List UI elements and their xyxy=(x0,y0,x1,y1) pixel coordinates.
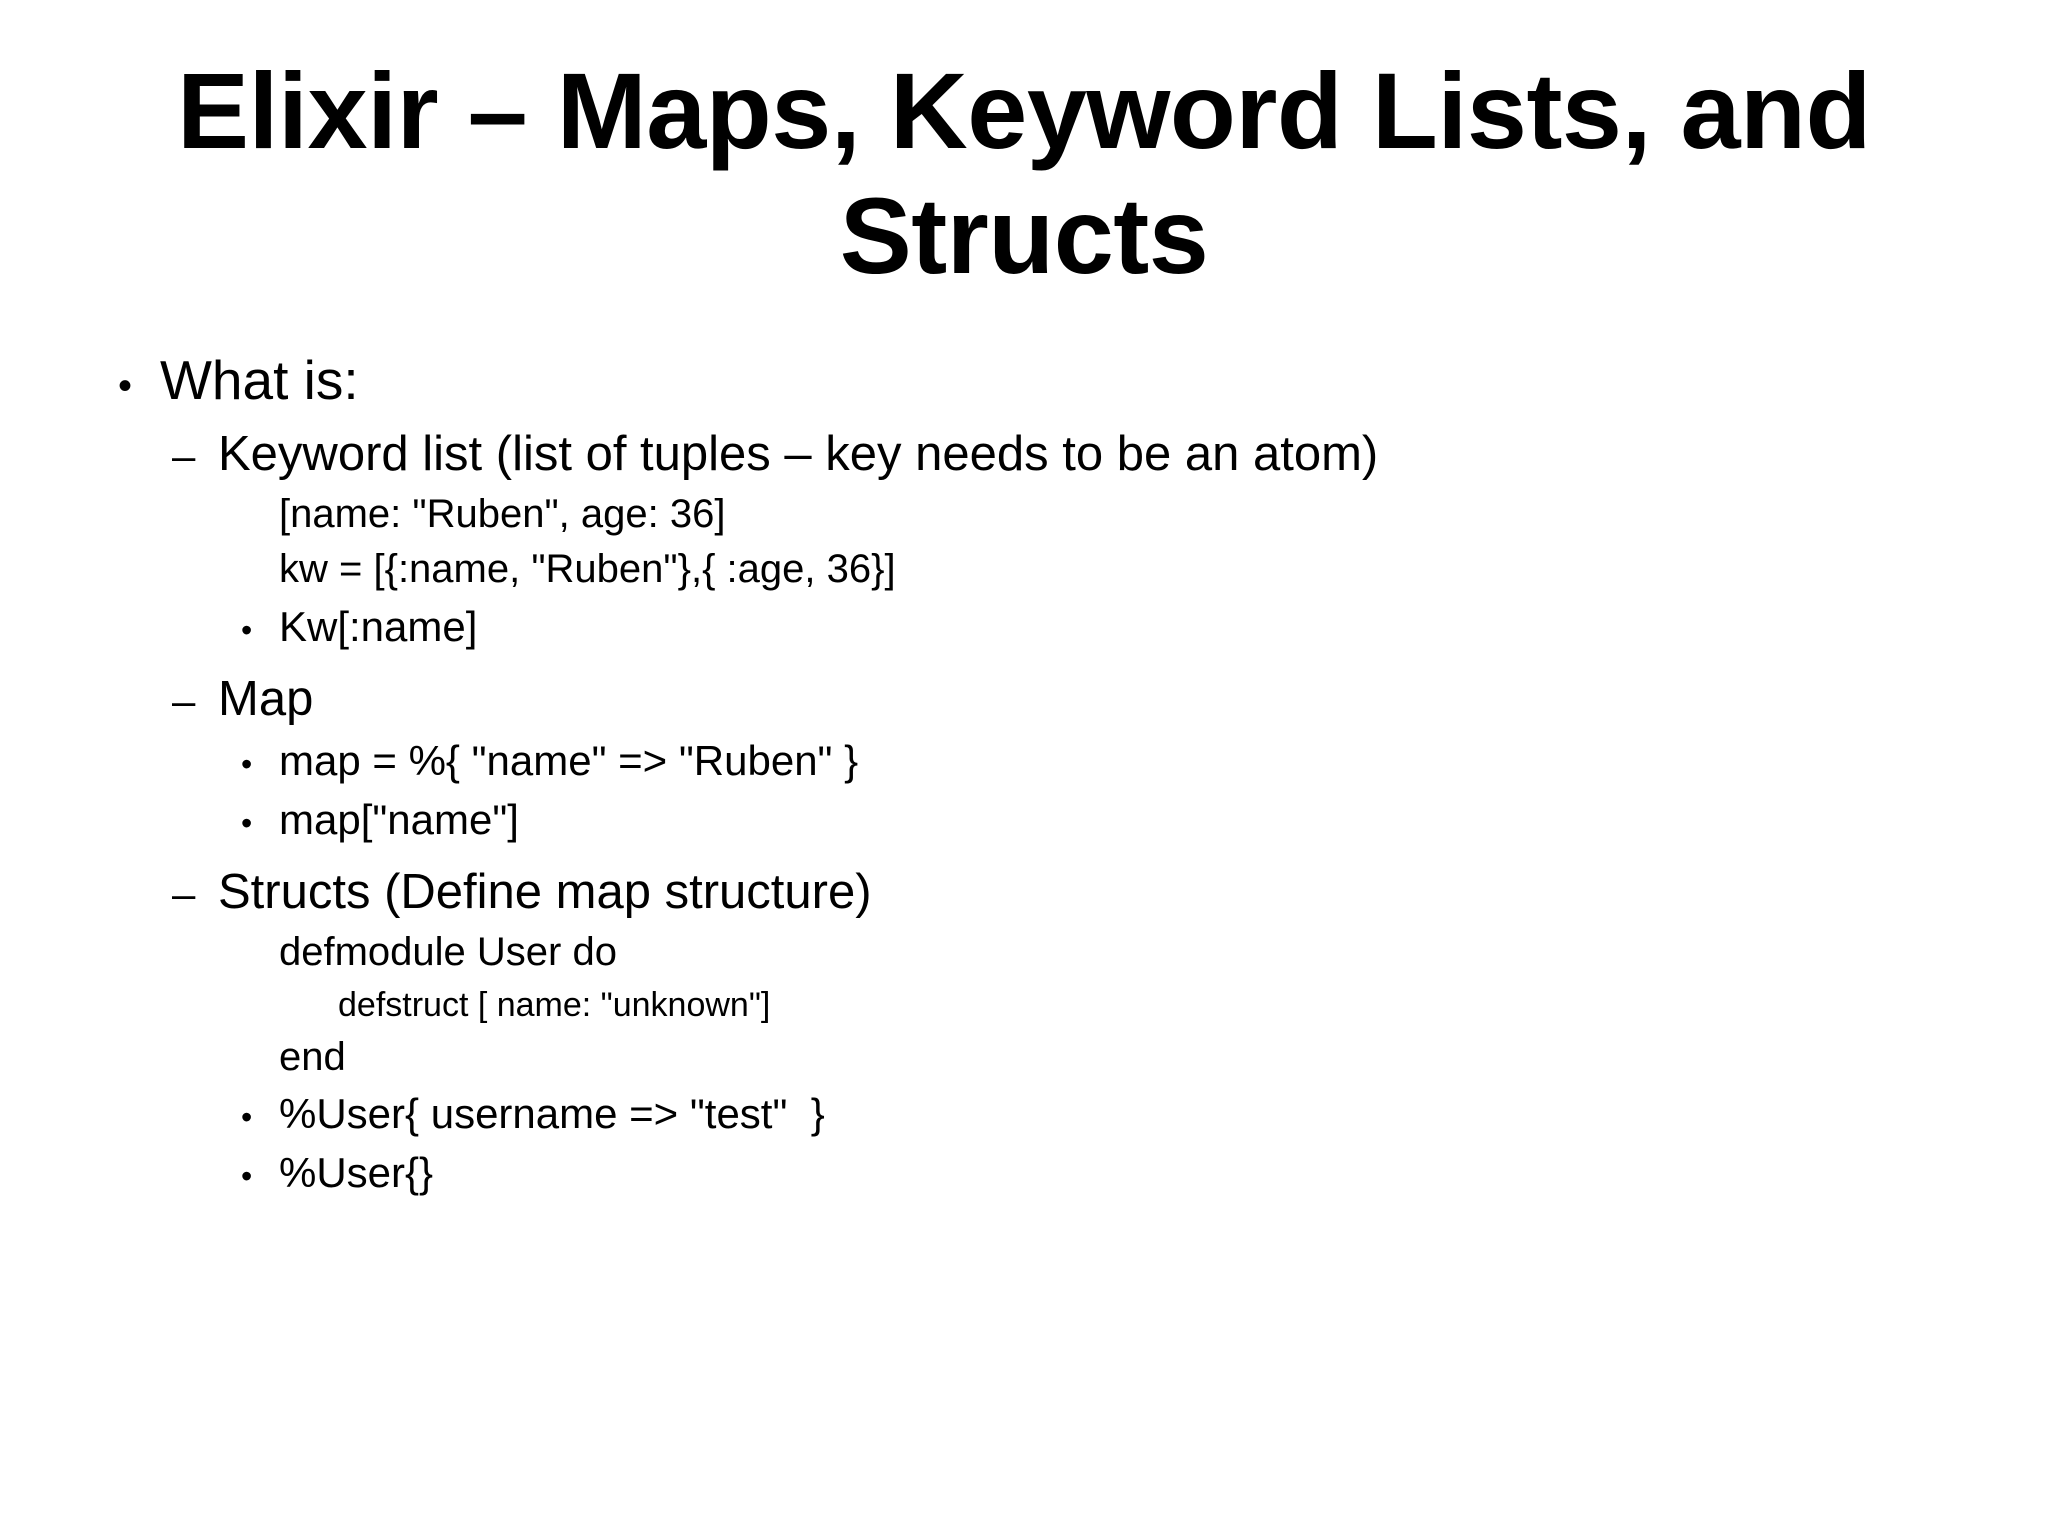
slide-title: Elixir – Maps, Keyword Lists, and Struct… xyxy=(177,50,1901,297)
code-line-end: end xyxy=(0,1033,2048,1083)
spacer xyxy=(0,660,2048,670)
bullet-level1-label: What is: xyxy=(160,349,359,411)
code-line-defstruct: defstruct [ name: "unknown"] xyxy=(0,984,2048,1027)
bullet-dash-icon: – xyxy=(172,870,196,918)
bullet-level2-label: Map xyxy=(218,672,314,727)
bullet-dot-icon: • xyxy=(241,1158,253,1195)
code-line-keyword-tuples: kw = [{:name, "Ruben"},{ :age, 36}] xyxy=(0,545,2048,595)
bullet-level3-label: map["name"] xyxy=(279,796,519,844)
bullet-level3-struct-empty: • %User{} xyxy=(0,1147,2048,1198)
bullet-level3-map-access: • map["name"] xyxy=(0,794,2048,845)
bullet-level3-label: Kw[:name] xyxy=(279,602,478,650)
bullet-level3-struct-instance: • %User{ username => "test" } xyxy=(0,1088,2048,1139)
code-line-text: end xyxy=(279,1034,346,1079)
bullet-dot-icon: • xyxy=(241,805,253,842)
code-line-text: kw = [{:name, "Ruben"},{ :age, 36}] xyxy=(279,547,896,592)
code-line-keyword-literal: [name: "Ruben", age: 36] xyxy=(0,490,2048,540)
bullet-dot-icon: • xyxy=(241,1099,253,1136)
bullet-level2-label: Keyword list (list of tuples – key needs… xyxy=(218,426,1379,481)
bullet-level3-map-literal: • map = %{ "name" => "Ruben" } xyxy=(0,735,2048,786)
bullet-level2-map: – Map xyxy=(0,670,2048,729)
bullet-dash-icon: – xyxy=(172,431,196,479)
bullet-level1-what-is: • What is: xyxy=(0,348,2048,413)
code-line-text: defstruct [ name: "unknown"] xyxy=(338,985,771,1024)
bullet-level3-label: map = %{ "name" => "Ruben" } xyxy=(279,736,859,784)
bullet-dash-icon: – xyxy=(172,677,196,725)
bullet-dot-icon: • xyxy=(118,364,133,408)
spacer xyxy=(0,853,2048,863)
bullet-level3-label: %User{} xyxy=(279,1149,434,1197)
code-line-defmodule: defmodule User do xyxy=(0,928,2048,978)
bullet-level2-structs: – Structs (Define map structure) xyxy=(0,863,2048,922)
code-line-text: defmodule User do xyxy=(279,930,617,975)
slide-body: • What is: – Keyword list (list of tuple… xyxy=(0,348,2048,1207)
bullet-dot-icon: • xyxy=(241,611,253,648)
bullet-level3-label: %User{ username => "test" } xyxy=(279,1090,825,1138)
bullet-level2-label: Structs (Define map structure) xyxy=(218,865,872,920)
bullet-level3-kw-access: • Kw[:name] xyxy=(0,601,2048,652)
bullet-level2-keyword-list: – Keyword list (list of tuples – key nee… xyxy=(0,425,2048,484)
code-line-text: [name: "Ruben", age: 36] xyxy=(279,491,726,536)
bullet-dot-icon: • xyxy=(241,745,253,782)
